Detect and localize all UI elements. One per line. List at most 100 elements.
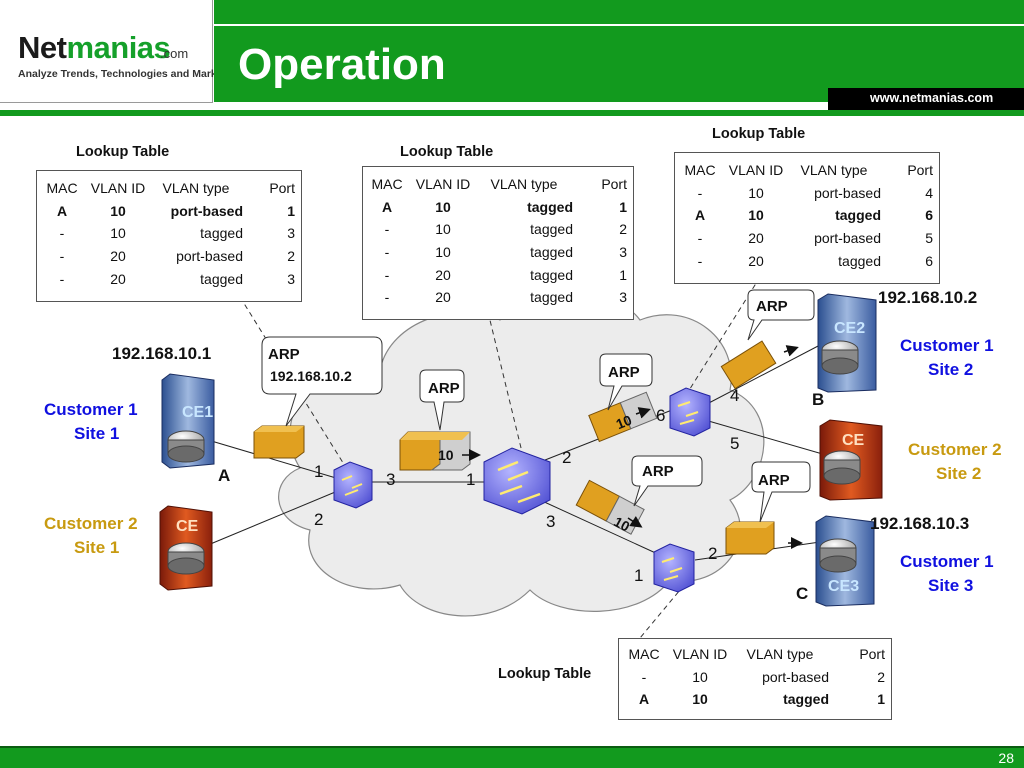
table-cell: - <box>697 252 703 269</box>
lookup-table-1-title: Lookup Table <box>76 144 170 160</box>
ce-c2s2-building[interactable] <box>819 419 883 501</box>
table-cell: VLAN type <box>800 162 868 179</box>
arp-label-top: ARP <box>608 364 640 381</box>
ce1-building[interactable] <box>161 373 215 469</box>
table-cell: - <box>697 230 703 247</box>
customer1-site1-site: Site 1 <box>74 424 120 443</box>
table-cell: 3 <box>619 289 627 306</box>
table-cell: Port <box>907 162 933 179</box>
ce-c2s1-building[interactable] <box>159 505 213 591</box>
arp-label-bottom: ARP <box>642 463 674 480</box>
table-cell: A <box>638 691 650 708</box>
table-cell: - <box>59 248 65 265</box>
table-cell: 3 <box>619 244 627 261</box>
logo: Netmanias <box>18 30 171 65</box>
switch-bottom[interactable] <box>653 543 695 593</box>
switch-top[interactable] <box>669 387 711 437</box>
port-core-1: 1 <box>466 470 476 489</box>
table-cell: MAC <box>371 176 403 193</box>
ce-c2s2-label: CE <box>842 432 865 449</box>
table-cell: A <box>56 202 68 219</box>
page-title: Operation <box>238 40 446 89</box>
table-cell: port-based <box>814 184 881 201</box>
table-cell: 10 <box>435 198 451 215</box>
table-cell: tagged <box>530 266 573 283</box>
table-cell: VLAN type <box>490 176 558 193</box>
table-cell: 10 <box>692 691 708 708</box>
logo-suffix: .com <box>160 46 189 61</box>
table-cell: 1 <box>287 202 295 219</box>
table-cell: A <box>381 198 393 215</box>
ip-site3: 192.168.10.3 <box>870 514 970 533</box>
lookup-table-3-title: Lookup Table <box>712 126 806 142</box>
port-top-4: 4 <box>730 386 740 405</box>
table-cell: MAC <box>628 646 660 663</box>
customer2-site1-name: Customer 2 <box>44 514 138 533</box>
arp-label-a: ARP <box>268 346 300 363</box>
table-cell: port-based <box>762 668 829 685</box>
table-cell: port-based <box>814 230 881 247</box>
table-cell: tagged <box>530 244 573 261</box>
table-cell: 3 <box>287 225 295 242</box>
table-cell: Port <box>859 646 885 663</box>
table-cell: VLAN ID <box>90 180 146 197</box>
table-cell: MAC <box>684 162 716 179</box>
switch-left[interactable] <box>333 461 373 509</box>
url-bar <box>828 88 1024 110</box>
direction-arrows <box>462 345 803 549</box>
ce1-label: CE1 <box>182 404 214 421</box>
vlan-tag-core: 10 <box>438 447 454 463</box>
table-cell: tagged <box>200 270 243 287</box>
header-strip <box>214 0 1024 26</box>
table-cell: VLAN ID <box>672 646 728 663</box>
ce3-building[interactable] <box>815 515 875 607</box>
table-cell: tagged <box>835 207 881 224</box>
ce-c2s1-label: CE <box>176 518 199 535</box>
table-cell: port-based <box>170 202 243 219</box>
table-cell: port-based <box>176 248 243 265</box>
table-cell: tagged <box>527 198 573 215</box>
table-cell: 1 <box>877 691 885 708</box>
ce2-building[interactable] <box>817 293 877 393</box>
host-a-label: A <box>218 466 231 485</box>
callout-shapes <box>261 289 815 523</box>
table-cell: 1 <box>619 266 627 283</box>
footer-divider <box>0 746 1024 748</box>
arp-label-ce2: ARP <box>756 298 788 315</box>
table-cell: - <box>641 668 647 685</box>
table-cell: 20 <box>748 230 764 247</box>
table-cell: 4 <box>925 184 933 201</box>
table-cell: 5 <box>925 230 933 247</box>
port-core-2: 2 <box>562 448 572 467</box>
table-cell: tagged <box>783 691 829 708</box>
table-cell: - <box>384 289 390 306</box>
table-cell: tagged <box>838 252 881 269</box>
ce2-label: CE2 <box>834 320 866 337</box>
table-cell: 20 <box>435 289 451 306</box>
port-top-6: 6 <box>656 406 666 425</box>
table-cell: 20 <box>110 270 126 287</box>
site-url: www.netmanias.com <box>870 91 994 105</box>
port-left-3: 3 <box>386 470 396 489</box>
table-cell: 6 <box>925 207 933 224</box>
ce3-label: CE3 <box>828 578 860 595</box>
frame-untagged-left <box>253 425 305 459</box>
customer1-site2-site: Site 2 <box>928 360 974 379</box>
table-cell: 2 <box>619 221 627 238</box>
table-cell: 3 <box>287 270 295 287</box>
switch-core[interactable] <box>483 447 551 515</box>
ip-site1: 192.168.10.1 <box>112 344 212 363</box>
table-cell: VLAN ID <box>415 176 471 193</box>
table-cell: 10 <box>748 207 764 224</box>
